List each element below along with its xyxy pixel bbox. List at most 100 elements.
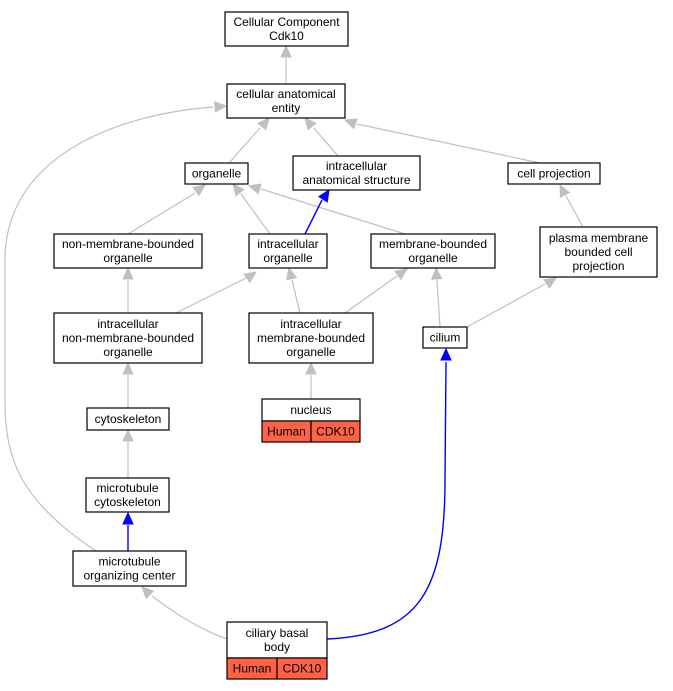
node-box bbox=[53, 233, 203, 269]
node-box bbox=[226, 621, 328, 659]
node-box bbox=[226, 83, 346, 119]
node-label-line: cytoskeleton bbox=[94, 495, 161, 509]
arrowhead-icon bbox=[543, 277, 558, 290]
node-label-line: anatomical structure bbox=[302, 173, 410, 187]
arrowhead-icon bbox=[559, 183, 571, 198]
edge-cilium-to-membrane-bounded-organelle bbox=[431, 266, 443, 328]
node-label-line: cilium bbox=[430, 331, 461, 345]
node-box bbox=[422, 326, 468, 349]
arrowhead-icon bbox=[285, 266, 298, 281]
edge-line bbox=[565, 195, 584, 228]
node-label-line: organizing center bbox=[83, 569, 175, 583]
edge-line bbox=[313, 127, 339, 157]
edge-ciliary-basal-body-to-microtubule-organizing-center bbox=[141, 586, 228, 640]
node-label-line: organelle bbox=[263, 251, 313, 265]
node-label-line: organelle bbox=[103, 345, 153, 359]
edge-intracellular-non-membrane-bounded-organelle-to-intracellular-organelle bbox=[175, 271, 257, 314]
annotation-tag-label: CDK10 bbox=[316, 425, 355, 439]
edge-line bbox=[228, 127, 261, 164]
arrowhead-icon bbox=[394, 268, 408, 281]
edge-line bbox=[151, 595, 228, 640]
arrowhead-icon bbox=[317, 188, 330, 203]
arrowhead-icon bbox=[304, 117, 317, 131]
edge-nucleus-to-intracellular-membrane-bounded-organelle bbox=[305, 361, 317, 399]
edge-intracellular-organelle-to-organelle bbox=[232, 183, 271, 235]
arrowhead-icon bbox=[192, 184, 206, 197]
annotation-tag-label: CDK10 bbox=[283, 662, 322, 676]
node-box bbox=[248, 233, 328, 269]
node-box bbox=[85, 477, 170, 513]
edge-line bbox=[127, 192, 196, 235]
arrowhead-icon bbox=[305, 361, 317, 375]
arrowhead-icon bbox=[122, 361, 134, 375]
annotation-tag bbox=[276, 657, 328, 680]
edge-intracellular-organelle-to-intracellular-anatomical-structure bbox=[304, 188, 330, 235]
node-label-line: non-membrane-bounded bbox=[62, 331, 194, 345]
arrowhead-icon bbox=[343, 118, 358, 130]
node-box bbox=[224, 11, 349, 47]
arrowhead-icon bbox=[440, 347, 452, 361]
edge-membrane-bounded-organelle-to-organelle bbox=[247, 183, 406, 235]
annotation-tag bbox=[310, 420, 361, 443]
node-box bbox=[184, 162, 249, 185]
edge-line bbox=[4, 106, 214, 552]
edge-ciliary-basal-body-to-cilium bbox=[326, 347, 452, 640]
arrowhead-icon bbox=[280, 44, 292, 58]
edge-cytoskeleton-to-intracellular-non-membrane-bounded-organelle bbox=[122, 361, 134, 408]
edge-non-membrane-bounded-organelle-to-organelle bbox=[127, 184, 206, 235]
node-cell-projection[interactable]: cell projection bbox=[507, 162, 601, 185]
node-label-line: Cellular Component bbox=[233, 15, 340, 29]
node-label-line: projection bbox=[572, 259, 624, 273]
arrowhead-icon bbox=[122, 266, 134, 280]
node-label-line: organelle bbox=[408, 251, 458, 265]
edge-intracellular-membrane-bounded-organelle-to-intracellular-organelle bbox=[285, 266, 301, 314]
edge-line bbox=[240, 193, 271, 235]
node-box bbox=[292, 155, 421, 191]
edge-intracellular-non-membrane-bounded-organelle-to-non-membrane-bounded-organelle bbox=[122, 266, 134, 313]
edge-cell-projection-to-cellular-anatomical-entity bbox=[343, 118, 541, 164]
node-organelle[interactable]: organelle bbox=[184, 162, 249, 185]
node-box bbox=[248, 312, 374, 364]
node-label-line: organelle bbox=[192, 167, 242, 181]
edge-plasma-membrane-bounded-cell-projection-to-cell-projection bbox=[559, 183, 584, 228]
arrowhead-icon bbox=[431, 266, 443, 280]
node-label-line: membrane-bounded bbox=[379, 237, 487, 251]
edge-microtubule-organizing-center-to-microtubule-cytoskeleton bbox=[122, 511, 134, 551]
node-label-line: entity bbox=[272, 101, 301, 115]
node-cytoskeleton[interactable]: cytoskeleton bbox=[86, 407, 170, 431]
node-label-line: intracellular bbox=[280, 317, 341, 331]
node-label-line: cytoskeleton bbox=[95, 412, 162, 426]
node-intracellular-non-membrane-bounded-organelle[interactable]: intracellularnon-membrane-boundedorganel… bbox=[53, 312, 203, 364]
node-label-line: microtubule bbox=[96, 481, 158, 495]
edge-line bbox=[436, 279, 441, 328]
arrowhead-icon bbox=[214, 101, 228, 113]
node-label-line: intracellular bbox=[97, 317, 158, 331]
arrowhead-icon bbox=[122, 428, 134, 442]
node-box bbox=[86, 407, 170, 431]
node-label-line: organelle bbox=[286, 345, 336, 359]
node-box bbox=[53, 312, 203, 364]
edge-intracellular-membrane-bounded-organelle-to-membrane-bounded-organelle bbox=[344, 268, 408, 314]
node-label-line: microtubule bbox=[98, 555, 160, 569]
arrowhead-icon bbox=[232, 183, 245, 197]
node-label-line: organelle bbox=[103, 251, 153, 265]
node-cilium[interactable]: cilium bbox=[422, 326, 468, 349]
edge-microtubule-cytoskeleton-to-cytoskeleton bbox=[122, 428, 134, 478]
annotation-tag-label: Human bbox=[267, 425, 306, 439]
edge-line bbox=[356, 123, 541, 164]
node-box bbox=[507, 162, 601, 185]
